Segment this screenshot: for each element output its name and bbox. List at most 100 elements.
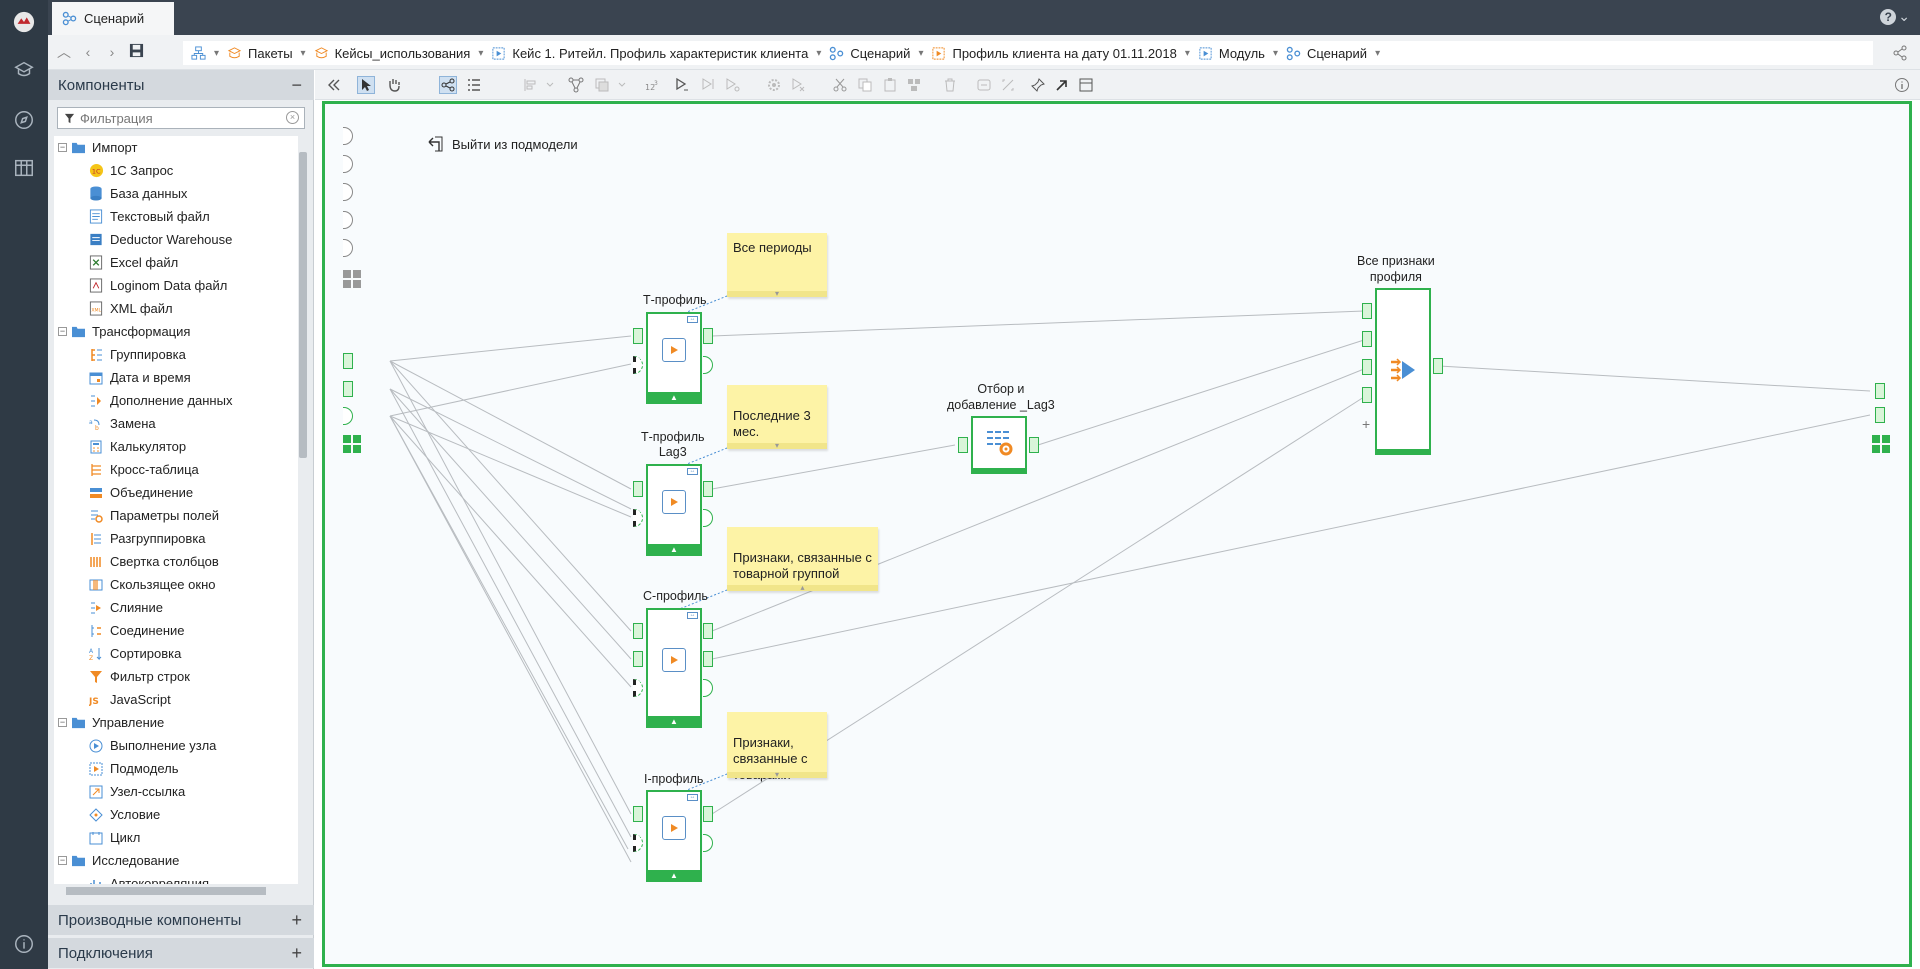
grid-port-icon[interactable]: [342, 269, 362, 289]
connections-header[interactable]: Подключения +: [48, 938, 314, 968]
output-port[interactable]: [1875, 383, 1885, 399]
node-input-port[interactable]: [633, 623, 643, 639]
tree-item[interactable]: Свертка столбцов: [88, 550, 219, 573]
tree-item[interactable]: Скользящее окно: [88, 573, 215, 596]
breadcrumb-item[interactable]: Профиль клиента на дату 01.11.2018▾: [931, 46, 1190, 61]
chevron-down-icon[interactable]: ▾: [816, 47, 822, 59]
layout-icon[interactable]: [567, 76, 585, 94]
chevron-down-icon[interactable]: ▾: [300, 47, 306, 59]
tree-item[interactable]: Объединение: [88, 481, 193, 504]
pointer-tool-icon[interactable]: [357, 76, 375, 94]
tree-item[interactable]: Кросс-таблица: [88, 458, 199, 481]
node-i-profile[interactable]: ↔ ▲: [646, 790, 702, 882]
tree-item[interactable]: Deductor Warehouse: [88, 228, 232, 251]
input-port[interactable]: [343, 381, 353, 397]
tree-item[interactable]: База данных: [88, 182, 187, 205]
breadcrumb-item[interactable]: Модуль▾: [1198, 46, 1278, 61]
scrollbar-thumb[interactable]: [66, 887, 266, 895]
run-to-icon[interactable]: [699, 76, 717, 94]
node-c-profile[interactable]: ↔ ▲: [646, 608, 702, 728]
tree-group-control[interactable]: Управление: [70, 711, 164, 734]
up-arrow-icon[interactable]: ︿: [57, 44, 71, 60]
chevron-down-icon[interactable]: [541, 76, 559, 94]
tree-item[interactable]: Дата и время: [88, 366, 191, 389]
note-all-periods[interactable]: Все периоды ▾: [727, 233, 827, 298]
grid-port-icon[interactable]: [342, 434, 362, 454]
pin-icon[interactable]: [1029, 76, 1047, 94]
breadcrumb-item[interactable]: Пакеты▾: [227, 46, 306, 61]
table-icon[interactable]: [12, 156, 36, 180]
tab-scenario[interactable]: Сценарий: [52, 2, 174, 35]
tree-item[interactable]: Дополнение данных: [88, 389, 232, 412]
chevron-down-icon[interactable]: ▾: [214, 47, 220, 59]
breadcrumb-item[interactable]: Кейсы_использования▾: [314, 46, 483, 61]
note-grip-icon[interactable]: ▾: [727, 771, 827, 779]
horizontal-scrollbar[interactable]: [54, 885, 298, 897]
goto-icon[interactable]: [1053, 76, 1071, 94]
info-icon[interactable]: [1893, 76, 1911, 94]
duplicate-icon[interactable]: [905, 76, 923, 94]
group-icon[interactable]: [593, 76, 611, 94]
info-icon[interactable]: [12, 932, 36, 956]
tree-group-import[interactable]: Импорт: [70, 136, 137, 159]
paste-icon[interactable]: [881, 76, 899, 94]
chevron-down-icon[interactable]: ▾: [918, 47, 924, 59]
vertical-scrollbar[interactable]: [298, 140, 308, 960]
back-arrow-icon[interactable]: ‹: [85, 44, 91, 60]
list-view-icon[interactable]: [465, 76, 483, 94]
node-select-lag3[interactable]: [971, 416, 1027, 474]
run-icon[interactable]: [673, 76, 691, 94]
node-all-features[interactable]: [1375, 288, 1431, 455]
note-grip-icon[interactable]: ▾: [727, 442, 827, 450]
cut-icon[interactable]: [831, 76, 849, 94]
clear-icon[interactable]: ×: [286, 111, 299, 124]
tree-item[interactable]: Разгруппировка: [88, 527, 206, 550]
chevron-down-icon[interactable]: ▾: [1272, 47, 1278, 59]
workflow-canvas[interactable]: Выйти из подмодели Т-профиль ↔ ▲ Т-профи…: [322, 101, 1912, 967]
tree-item[interactable]: Соединение: [88, 619, 185, 642]
save-icon[interactable]: [128, 43, 144, 59]
chevron-down-icon[interactable]: ▾: [1375, 47, 1381, 59]
breadcrumb-root[interactable]: ▾: [191, 45, 220, 61]
node-output-port[interactable]: [703, 806, 713, 822]
node-output-port[interactable]: [703, 623, 713, 639]
node-input-port[interactable]: [633, 651, 643, 667]
node-output-port[interactable]: [703, 651, 713, 667]
frame-icon[interactable]: [1077, 76, 1095, 94]
note-last-3-months[interactable]: Последние 3 мес. ▾: [727, 385, 827, 450]
node-output-port[interactable]: [1433, 358, 1443, 374]
scrollbar-thumb[interactable]: [299, 152, 307, 458]
node-input-port[interactable]: [1362, 331, 1372, 347]
node-t-profile-lag3[interactable]: ↔ ▲: [646, 464, 702, 556]
unwrap-icon[interactable]: [999, 76, 1017, 94]
collapse-panel-icon[interactable]: [325, 76, 343, 94]
expand-icon[interactable]: +: [291, 909, 302, 930]
share-icon[interactable]: [1892, 45, 1908, 61]
tree-group-research[interactable]: Исследование: [70, 849, 179, 872]
forward-arrow-icon[interactable]: ›: [109, 44, 115, 60]
app-logo-icon[interactable]: [12, 10, 36, 34]
tree-item[interactable]: Подмодель: [88, 757, 179, 780]
tree-group-transformation[interactable]: Трансформация: [70, 320, 190, 343]
collapse-group-icon[interactable]: −: [58, 855, 67, 865]
node-input-port[interactable]: [633, 806, 643, 822]
node-input-port[interactable]: [1362, 359, 1372, 375]
tree-item[interactable]: Фильтр строк: [88, 665, 190, 688]
exit-submodel-button[interactable]: Выйти из подмодели: [425, 134, 578, 154]
collapse-icon[interactable]: −: [291, 74, 302, 95]
tree-item[interactable]: Автокорреляция: [88, 872, 209, 884]
tree-item[interactable]: Excel файл: [88, 251, 178, 274]
run-branch-icon[interactable]: [723, 76, 741, 94]
breadcrumb-item[interactable]: Сценарий▾: [829, 46, 923, 61]
chevron-down-icon[interactable]: ▾: [1184, 47, 1190, 59]
hand-tool-icon[interactable]: [385, 76, 403, 94]
collapse-group-icon[interactable]: −: [58, 717, 67, 727]
expand-icon[interactable]: +: [291, 942, 302, 963]
node-input-port[interactable]: [1362, 303, 1372, 319]
node-output-port[interactable]: [1029, 437, 1039, 453]
grid-port-icon[interactable]: [1871, 434, 1891, 454]
tree-item[interactable]: Условие: [88, 803, 160, 826]
